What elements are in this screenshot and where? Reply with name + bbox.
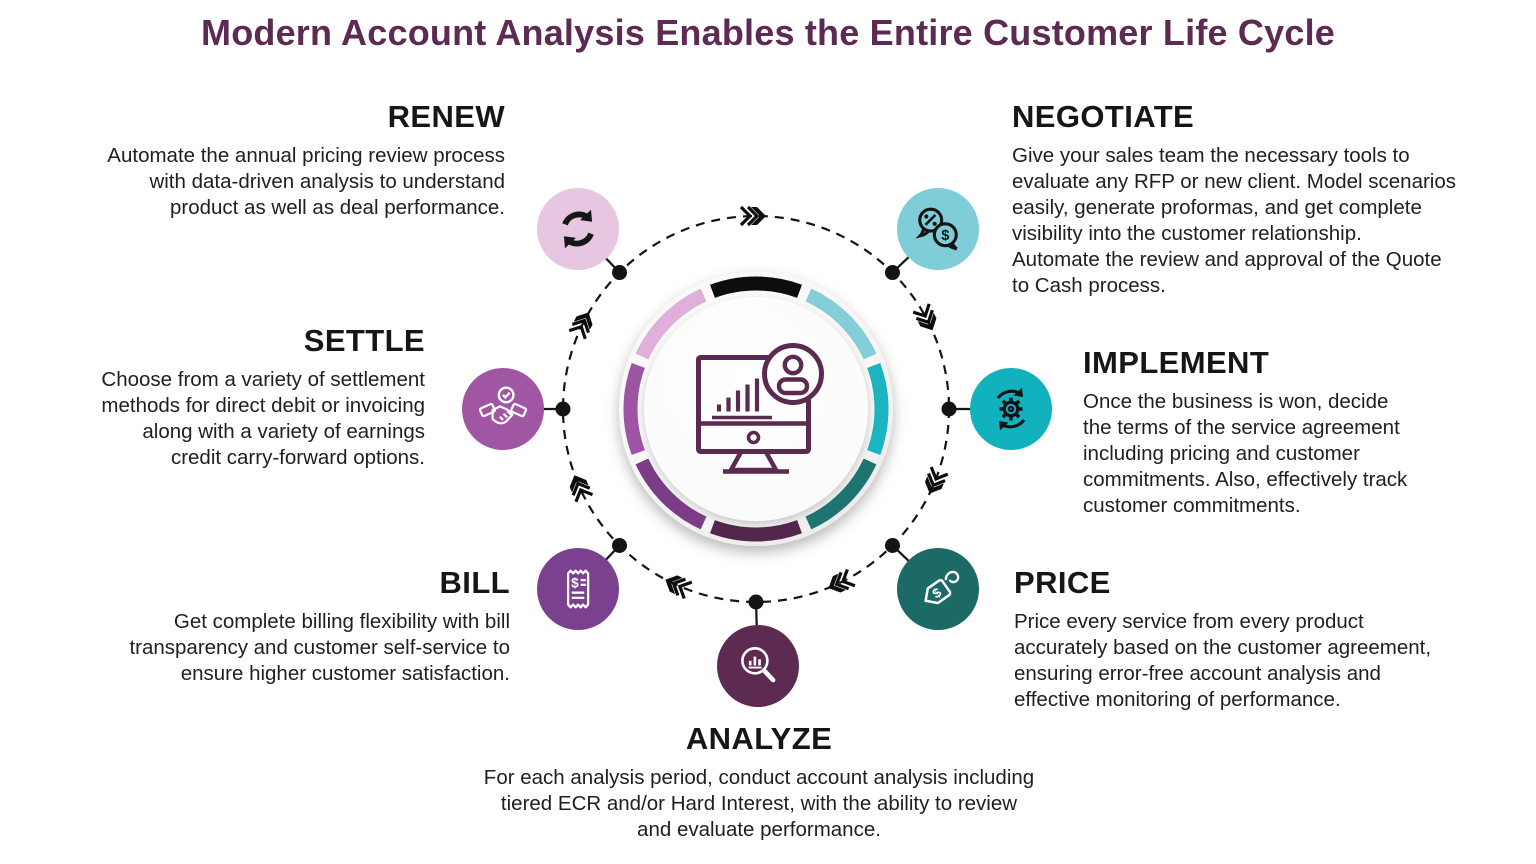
orbit-direction-arrow xyxy=(665,575,693,599)
stage-price-circle: $ xyxy=(897,548,979,630)
svg-text:$: $ xyxy=(571,575,579,590)
orbit-direction-arrow xyxy=(924,466,949,494)
orbit-dot xyxy=(884,537,900,553)
stage-implement-circle xyxy=(970,368,1052,450)
stage-bill-description: Get complete billing flexibility with bi… xyxy=(129,610,510,686)
monitor-analytics-user-icon xyxy=(696,343,824,474)
bar-chart-glyph xyxy=(716,378,760,412)
orbit-direction-arrow xyxy=(828,568,856,593)
stage-price-description: Price every service from every product a… xyxy=(1014,610,1432,712)
svg-text:$: $ xyxy=(941,228,949,244)
ring-segment-left xyxy=(623,363,645,455)
stage-implement-description: Once the business is won, decide the ter… xyxy=(1083,390,1408,518)
stage-settle-circle xyxy=(462,368,544,450)
ring-segment-lower-left xyxy=(635,458,707,530)
stage-analyze-circle xyxy=(717,625,799,707)
ring-segment-upper-right xyxy=(805,288,877,360)
gear-sync-icon xyxy=(996,387,1026,431)
stage-price: PRICE Price every service from every pro… xyxy=(1014,565,1474,713)
orbit-direction-arrow xyxy=(739,205,766,227)
stage-bill-circle: $ xyxy=(537,548,619,630)
orbit-direction-arrow xyxy=(569,475,594,503)
stage-settle: SETTLE Choose from a variety of settleme… xyxy=(50,323,425,471)
stage-price-label: PRICE xyxy=(1014,565,1111,600)
ring-segment-right xyxy=(867,363,889,455)
price-tag-icon: $ xyxy=(924,570,960,605)
page-title: Modern Account Analysis Enables the Enti… xyxy=(201,12,1335,53)
stage-negotiate: NEGOTIATE Give your sales team the neces… xyxy=(1012,99,1512,299)
stage-renew-description: Automate the annual pricing review proce… xyxy=(107,144,505,220)
orbit-dot xyxy=(612,537,628,553)
ring-segment-upper-left xyxy=(635,288,707,360)
orbit-dot xyxy=(555,401,571,417)
stage-analyze-description: For each analysis period, conduct accoun… xyxy=(483,766,1035,842)
orbit-direction-arrow xyxy=(912,303,937,331)
receipt-icon: $ xyxy=(566,569,590,609)
ring-segment-top xyxy=(710,276,802,298)
hub-color-ring xyxy=(623,276,889,542)
orbit-dot xyxy=(941,401,957,417)
stage-renew: RENEW Automate the annual pricing review… xyxy=(55,99,505,221)
ring-segment-bottom xyxy=(710,520,802,542)
chat-percent-dollar-icon: $ xyxy=(915,207,958,251)
orbit-dot xyxy=(612,265,628,281)
refresh-icon xyxy=(562,209,594,249)
stage-bill-label: BILL xyxy=(439,565,510,600)
stage-negotiate-description: Give your sales team the necessary tools… xyxy=(1012,144,1457,298)
magnifier-chart-icon xyxy=(741,646,776,683)
stage-settle-label: SETTLE xyxy=(303,323,425,358)
orbit-dot xyxy=(748,594,764,610)
stage-bill: BILL Get complete billing flexibility wi… xyxy=(85,565,510,687)
stage-negotiate-label: NEGOTIATE xyxy=(1012,99,1195,134)
handshake-check-icon xyxy=(478,386,528,425)
stage-implement-label: IMPLEMENT xyxy=(1083,345,1270,380)
stage-analyze: ANALYZE For each analysis period, conduc… xyxy=(448,721,1070,843)
orbit-dot xyxy=(884,265,900,281)
ring-segment-lower-right xyxy=(805,458,877,530)
stage-settle-description: Choose from a variety of settlement meth… xyxy=(101,368,425,470)
orbit-direction-arrow xyxy=(568,312,593,340)
stage-renew-label: RENEW xyxy=(387,99,505,134)
stage-analyze-label: ANALYZE xyxy=(685,721,833,756)
user-badge-glyph xyxy=(762,343,824,405)
stage-implement: IMPLEMENT Once the business is won, deci… xyxy=(1083,345,1478,519)
stage-negotiate-circle: $ xyxy=(897,188,979,270)
stage-renew-circle xyxy=(537,188,619,270)
